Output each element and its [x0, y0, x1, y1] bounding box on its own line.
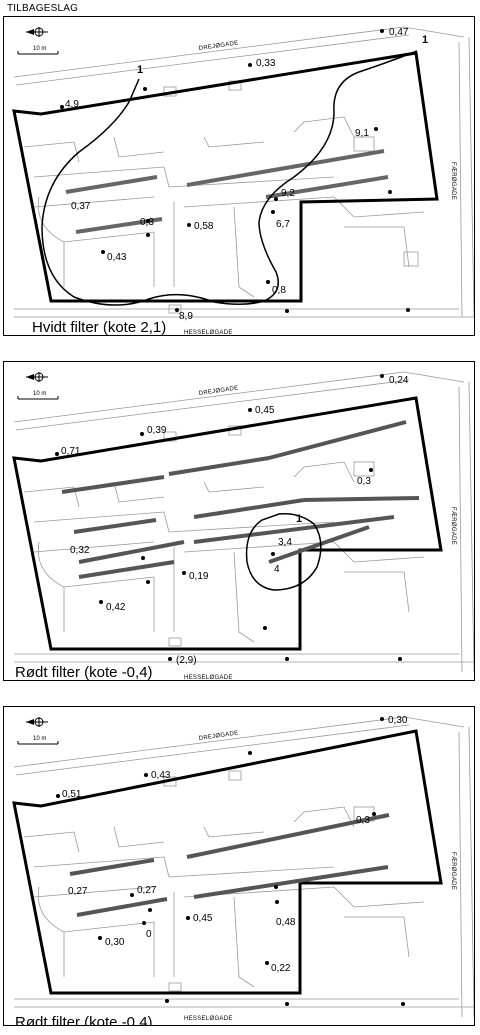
street-label: DREJØGADE	[198, 385, 238, 397]
value-label: 0,45	[255, 405, 275, 416]
street-label: HESSELØGADE	[184, 675, 233, 681]
value-label: 0,42	[106, 602, 126, 613]
value-label: 0,71	[61, 446, 81, 457]
map-canvas: 1 10 m DREJØGADE HESSELØGADE FÆRØGADE 0,…	[12, 371, 474, 681]
map-panel-red-filter-2: 10 m DREJØGADE HESSELØGADE FÆRØGADE 0,30…	[3, 706, 475, 1026]
value-label: 0,30	[105, 937, 125, 948]
north-arrow-icon	[26, 27, 48, 37]
value-label: 3,4	[278, 537, 292, 548]
contour-label: 1	[422, 34, 428, 46]
value-label: 0,3	[140, 217, 154, 228]
panel-caption: Rødt filter (kote -0,4)	[13, 664, 155, 681]
value-label: 0,32	[70, 545, 90, 556]
panel-caption: Rødt filter (kote -0,4)	[13, 1014, 155, 1025]
value-label: 0,43	[151, 770, 171, 781]
map-panel-red-filter: 1 10 m DREJØGADE HESSELØGADE FÆRØGADE 0,…	[3, 361, 475, 681]
value-label: 9,2	[281, 188, 295, 199]
value-label: 8,9	[179, 311, 193, 322]
map-canvas: 1 1 10 m DREJØGADE HESSELØGADE FÆRØGADE …	[12, 26, 474, 336]
value-label: 0,48	[276, 917, 296, 928]
scale-bar: 10 m	[17, 736, 59, 745]
value-label: 0,51	[62, 789, 82, 800]
value-label: 6,7	[276, 219, 290, 230]
value-label: 0,3	[357, 476, 371, 487]
base-map	[13, 371, 474, 673]
value-label: 0,39	[147, 425, 167, 436]
value-label: 0,43	[107, 252, 127, 263]
svg-text:10 m: 10 m	[33, 46, 46, 52]
site-boundary	[12, 51, 439, 303]
value-label: 0,47	[389, 27, 409, 38]
measurement-points: 0,30 0,43 0,51 0,3 0,27 0,27 0,48 0,45 0…	[56, 715, 408, 1006]
street-label: FÆRØGADE	[450, 507, 456, 545]
north-arrow-icon	[26, 372, 48, 382]
street-label: FÆRØGADE	[450, 162, 456, 200]
value-label: 4,9	[65, 99, 79, 110]
street-label: HESSELØGADE	[184, 1016, 233, 1022]
map-canvas: 10 m DREJØGADE HESSELØGADE FÆRØGADE 0,30…	[12, 715, 474, 1022]
value-label: 0,27	[68, 886, 88, 897]
value-label: 0,8	[272, 285, 286, 296]
svg-text:10 m: 10 m	[33, 391, 46, 397]
value-label: 0,45	[193, 913, 213, 924]
contour-label: 1	[137, 64, 143, 76]
contour-line	[245, 512, 322, 591]
north-arrow-icon	[26, 717, 48, 727]
value-label: 0,27	[137, 885, 157, 896]
street-label: DREJØGADE	[198, 40, 238, 52]
street-label: DREJØGADE	[198, 730, 238, 742]
base-map	[13, 26, 474, 318]
scale-bar: 10 m	[17, 391, 59, 400]
value-label: 0,58	[194, 221, 214, 232]
measurement-points: 0,24 0,45 0,39 0,71 0,3 0,32 3,4 4 0,19 …	[55, 374, 409, 666]
contour-label: 1	[296, 513, 302, 525]
base-map	[13, 716, 474, 1018]
value-label: (2,9)	[176, 655, 197, 666]
site-boundary	[12, 396, 443, 651]
map-panel-white-filter: 1 1 10 m DREJØGADE HESSELØGADE FÆRØGADE …	[3, 16, 475, 336]
street-label: HESSELØGADE	[184, 330, 233, 336]
scale-bar: 10 m	[17, 46, 59, 55]
value-label: 4	[274, 564, 280, 575]
filter-pipes	[61, 420, 420, 579]
contour-lines	[41, 50, 418, 306]
panel-caption: Hvidt filter (kote 2,1)	[30, 319, 169, 336]
page-title: TILBAGESLAG	[7, 3, 79, 14]
value-label: 0,33	[256, 58, 276, 69]
site-boundary	[12, 729, 443, 995]
street-label: FÆRØGADE	[450, 852, 456, 890]
value-label: 0,37	[71, 201, 91, 212]
measurement-points: 0,47 0,33 4,9 9,1 0,37 9,2 0,3 0,58 6,7 …	[60, 27, 410, 322]
svg-text:10 m: 10 m	[33, 736, 46, 742]
value-label: 9,1	[355, 128, 369, 139]
value-label: 0,30	[388, 715, 408, 726]
value-label: 0,24	[389, 375, 409, 386]
filter-pipes	[65, 149, 389, 234]
value-label: 0,22	[271, 963, 291, 974]
value-label: 0	[146, 929, 152, 940]
value-label: 0,3	[356, 815, 370, 826]
filter-pipes	[69, 813, 390, 917]
value-label: 0,19	[189, 571, 209, 582]
